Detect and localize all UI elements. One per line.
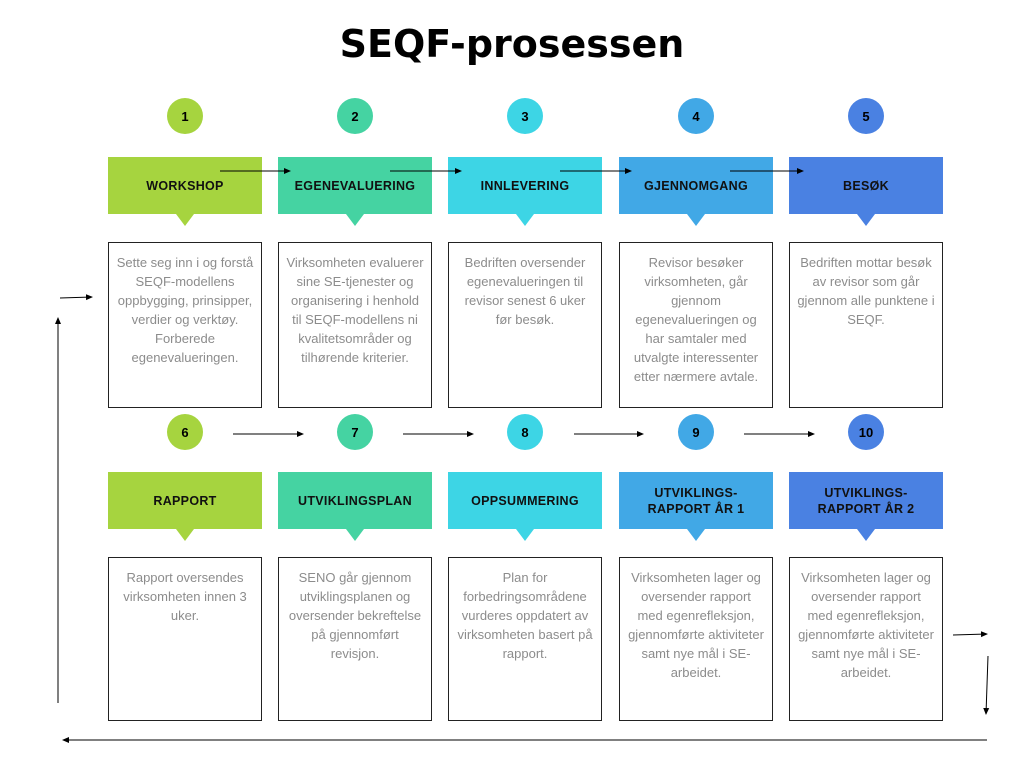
step-1-number: 1: [167, 98, 203, 134]
step-5-title: BESØK: [843, 178, 889, 193]
step-1-pointer: [176, 214, 194, 226]
step-9-pointer: [687, 529, 705, 541]
step-10-description: Virksomheten lager og oversender rapport…: [789, 557, 943, 721]
step-6-title: RAPPORT: [153, 493, 217, 508]
step-8-pointer: [516, 529, 534, 541]
step-8-header: OPPSUMMERING: [448, 472, 602, 541]
step-3-pointer: [516, 214, 534, 226]
step-10-header: UTVIKLINGS-RAPPORT ÅR 2: [789, 472, 943, 541]
step-6-number: 6: [167, 414, 203, 450]
step-7-description: SENO går gjennom utviklingsplanen og ove…: [278, 557, 432, 721]
step-7-number: 7: [337, 414, 373, 450]
step-10-number: 10: [848, 414, 884, 450]
step-4-title: GJENNOMGANG: [643, 178, 748, 193]
step-3-description: Bedriften oversender egenevalueringen ti…: [448, 242, 602, 408]
step-5-number: 5: [848, 98, 884, 134]
step-6-header: RAPPORT: [108, 472, 262, 541]
step-5-header: BESØK: [789, 157, 943, 226]
step-8-title: OPPSUMMERING: [471, 493, 579, 508]
step-8-number: 8: [507, 414, 543, 450]
page-title: SEQF-prosessen: [339, 22, 685, 66]
step-4-header: GJENNOMGANG: [619, 157, 773, 226]
step-3-title: INNLEVERING: [480, 178, 570, 193]
step-2-header: EGENEVALUERING: [278, 157, 432, 226]
step-2-title: EGENEVALUERING: [294, 178, 416, 193]
arrow-right-down: [983, 655, 990, 715]
step-6-pointer: [176, 529, 194, 541]
step-9-number: 9: [678, 414, 714, 450]
step-4-pointer: [687, 214, 705, 226]
step-3-header: INNLEVERING: [448, 157, 602, 226]
step-5-pointer: [857, 214, 875, 226]
step-4-number: 4: [678, 98, 714, 134]
step-9-description: Virksomheten lager og oversender rapport…: [619, 557, 773, 721]
step-4-description: Revisor besøker virksomheten, går gjenno…: [619, 242, 773, 408]
step-1-description: Sette seg inn i og forstå SEQF-modellens…: [108, 242, 262, 408]
step-1-header: WORKSHOP: [108, 157, 262, 226]
step-5-description: Bedriften mottar besøk av revisor som gå…: [789, 242, 943, 408]
step-7-pointer: [346, 529, 364, 541]
step-3-number: 3: [507, 98, 543, 134]
step-10-pointer: [857, 529, 875, 541]
step-8-description: Plan for forbedringsområdene vurderes op…: [448, 557, 602, 721]
step-2-pointer: [346, 214, 364, 226]
step-7-header: UTVIKLINGSPLAN: [278, 472, 432, 541]
step-7-title: UTVIKLINGSPLAN: [298, 493, 412, 508]
step-10-title: UTVIKLINGS-RAPPORT ÅR 2: [817, 485, 915, 516]
arrow-right-out: [952, 631, 988, 638]
step-2-number: 2: [337, 98, 373, 134]
step-6-description: Rapport oversendes virksomheten innen 3 …: [108, 557, 262, 721]
arrow-left-in: [59, 294, 93, 301]
step-1-title: WORKSHOP: [146, 178, 224, 193]
step-9-title: UTVIKLINGS-RAPPORT ÅR 1: [647, 485, 745, 516]
step-9-header: UTVIKLINGS-RAPPORT ÅR 1: [619, 472, 773, 541]
step-2-description: Virksomheten evaluerer sine SE-tjenester…: [278, 242, 432, 408]
